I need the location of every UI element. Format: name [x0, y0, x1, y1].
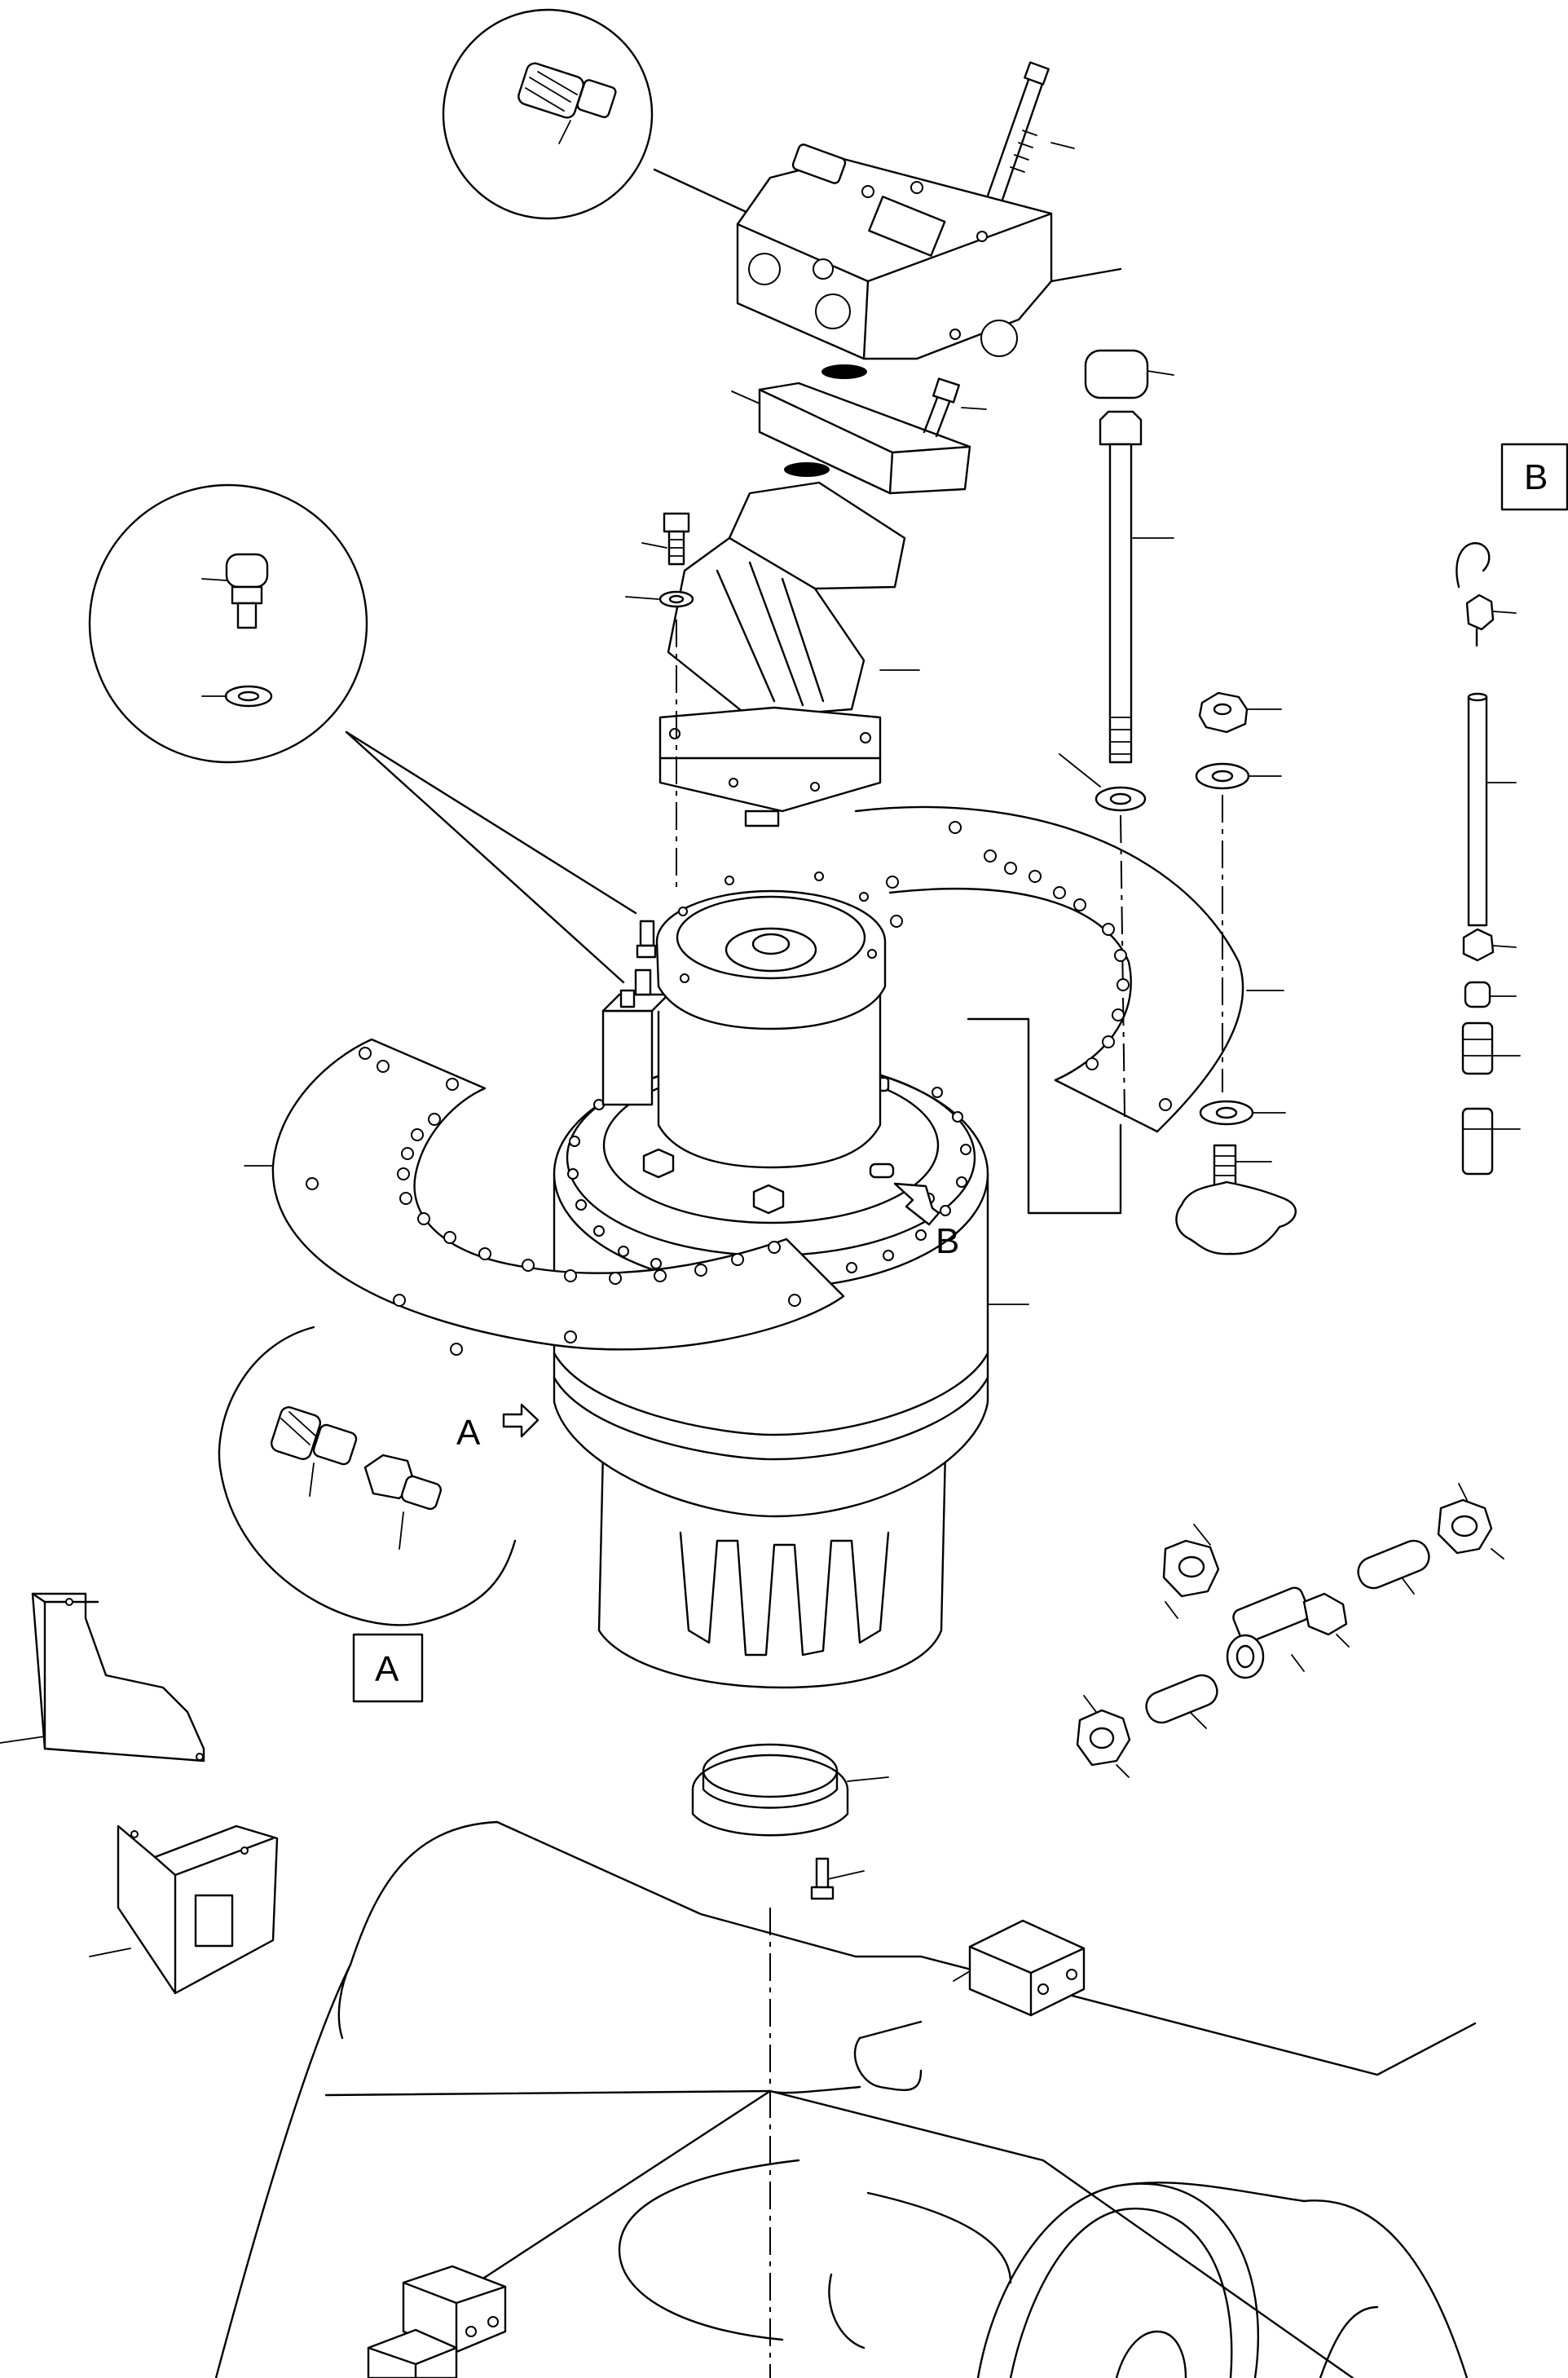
strainer-fitting-top	[518, 62, 617, 119]
detail-b-parts	[1456, 542, 1521, 1176]
knob-washer	[1199, 1100, 1286, 1126]
cap-screw-long	[986, 61, 1075, 201]
view-arrow-b-label: B	[936, 1221, 959, 1261]
pipe-fittings	[1076, 1483, 1504, 1778]
cover-plate-right	[854, 805, 1284, 1133]
plug-washer	[201, 685, 273, 708]
hydraulic-motor	[658, 481, 920, 827]
washer-right	[1195, 762, 1282, 790]
stud-cap	[1084, 349, 1174, 399]
flange-bolt-holes	[567, 1079, 971, 1273]
long-stud	[1099, 410, 1174, 764]
view-arrow-a-label: A	[456, 1413, 481, 1453]
bolt-upper-left	[641, 512, 690, 566]
hose-line	[967, 1017, 1122, 1215]
stud-washer	[1059, 753, 1147, 812]
detail-a	[218, 1326, 517, 1626]
bracket-upper	[0, 1592, 205, 1763]
star-knob	[1175, 1144, 1297, 1255]
washer-upper-left	[625, 590, 694, 608]
seal-ring	[691, 1743, 889, 1837]
strainer-fitting-a	[270, 1406, 358, 1497]
cover-plate-right-holes	[886, 821, 1172, 1111]
o-ring-lower	[784, 462, 830, 477]
view-arrow-b: B	[893, 1182, 959, 1261]
valve-block	[736, 143, 1122, 360]
pinion-teeth	[679, 1531, 890, 1657]
detail-b-tag[interactable]: B	[1500, 443, 1568, 511]
small-bolt-bottom	[810, 1857, 865, 1900]
tee-fitting	[1226, 1586, 1350, 1679]
adapter-plate	[731, 382, 971, 495]
nut-right	[1198, 691, 1282, 734]
view-arrow-a: A	[456, 1403, 540, 1453]
union-fitting-a	[363, 1454, 442, 1550]
bracket-lower	[89, 1824, 279, 1995]
detail-a-tag[interactable]: A	[352, 1633, 424, 1703]
detail-b-tag-label: B	[1524, 457, 1548, 497]
cover-plate-left-holes	[306, 1047, 801, 1356]
o-ring-upper	[821, 364, 867, 379]
gearbox-housing	[553, 871, 1029, 1689]
plug-fitting	[201, 553, 269, 629]
centerline-stud	[1120, 814, 1125, 1118]
cap-screw-small	[923, 377, 987, 438]
cover-plate-left	[244, 1038, 845, 1356]
machine-frame	[214, 1820, 1477, 2378]
detail-circle-top	[442, 8, 751, 220]
detail-circle-left	[88, 483, 637, 984]
detail-a-tag-label: A	[375, 1649, 399, 1689]
